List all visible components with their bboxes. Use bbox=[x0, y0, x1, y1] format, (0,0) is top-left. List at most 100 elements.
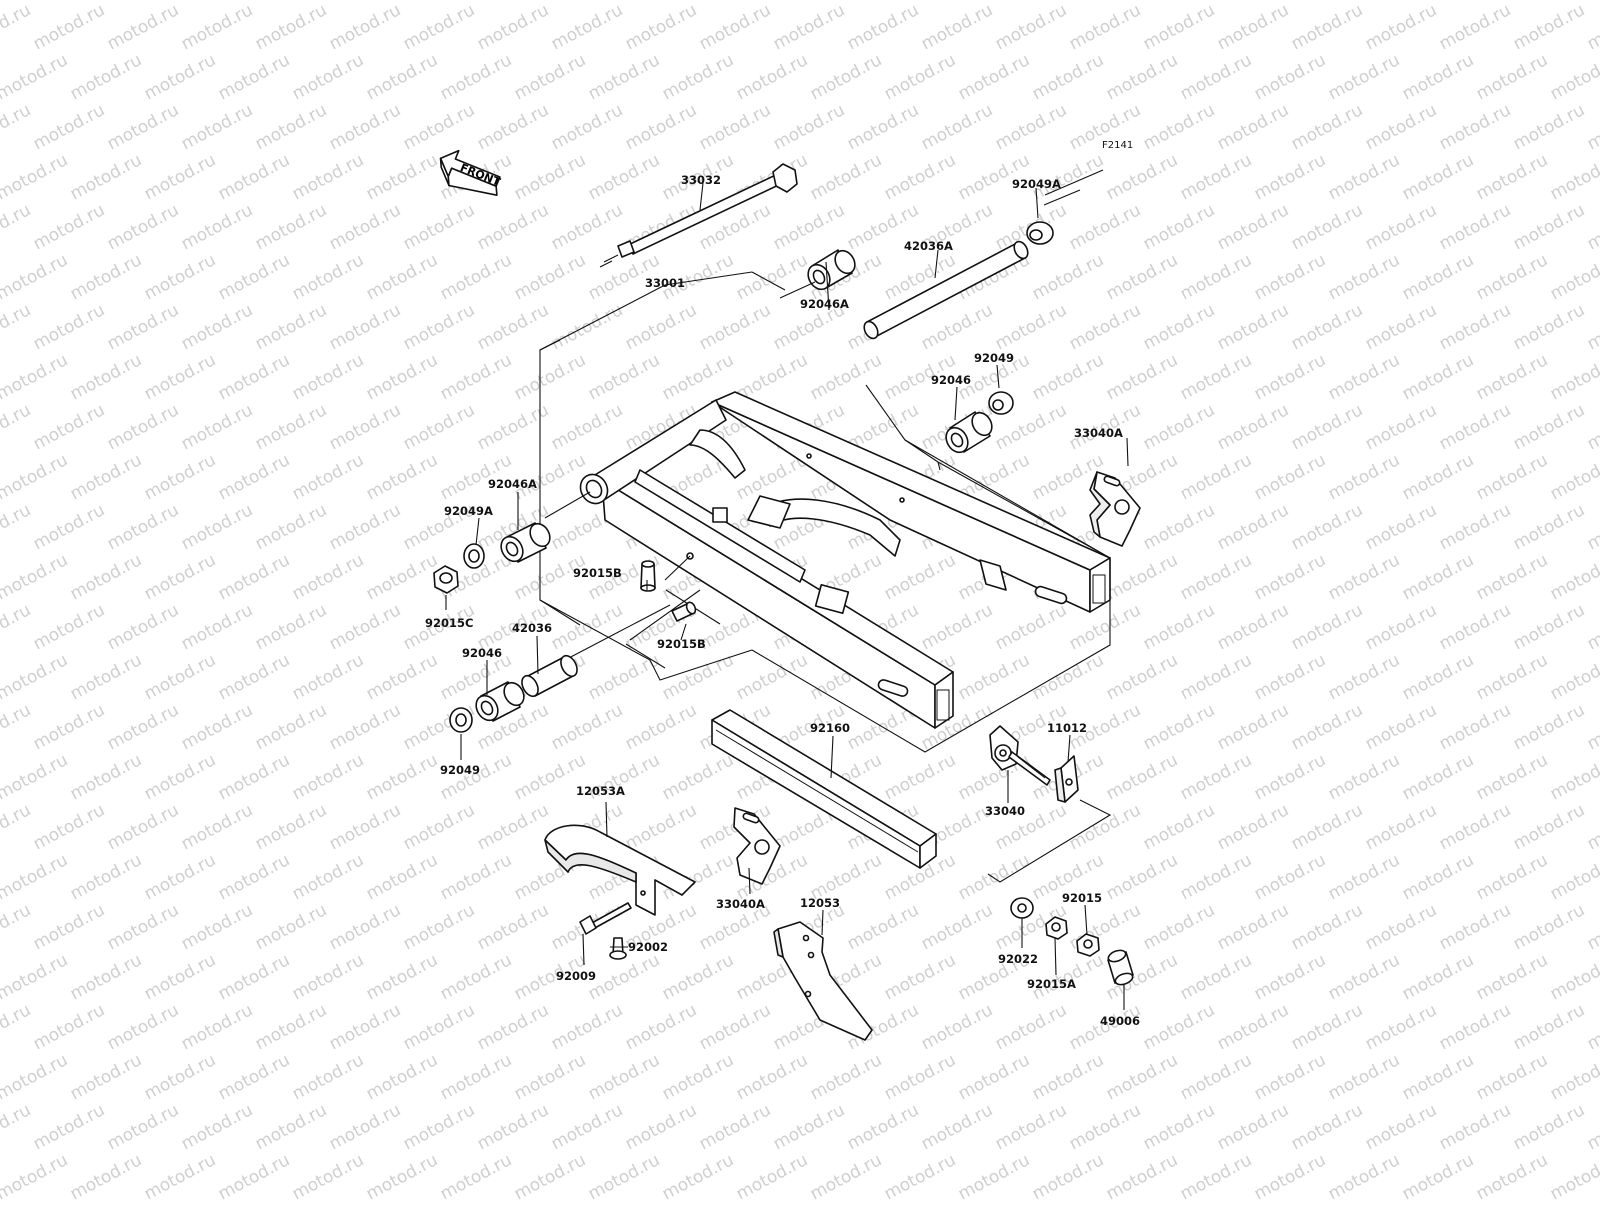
watermark-text: motod.ru bbox=[1399, 50, 1477, 104]
watermark-text: motod.ru bbox=[0, 850, 71, 904]
watermark-text: motod.ru bbox=[1436, 300, 1514, 354]
watermark-text: motod.ru bbox=[104, 300, 182, 354]
watermark-text: motod.ru bbox=[548, 400, 626, 454]
watermark-text: motod.ru bbox=[363, 1050, 441, 1104]
watermark-text: motod.ru bbox=[1325, 450, 1403, 504]
watermark-text: motod.ru bbox=[992, 300, 1070, 354]
watermark-text: motod.ru bbox=[400, 100, 478, 154]
watermark-text: motod.ru bbox=[1399, 550, 1477, 604]
watermark-text: motod.ru bbox=[511, 1150, 589, 1200]
watermark-text: motod.ru bbox=[1584, 600, 1600, 654]
watermark-text: motod.ru bbox=[1103, 1050, 1181, 1104]
watermark-text: motod.ru bbox=[0, 800, 34, 854]
label-42036A: 42036A bbox=[904, 239, 953, 253]
watermark-text: motod.ru bbox=[1251, 50, 1329, 104]
watermark-text: motod.ru bbox=[141, 250, 219, 304]
washer-92049A-left bbox=[463, 543, 485, 569]
washer-92049A-top bbox=[1026, 221, 1054, 245]
watermark-text: motod.ru bbox=[215, 850, 293, 904]
watermark-text: motod.ru bbox=[67, 950, 145, 1004]
watermark-text: motod.ru bbox=[807, 1150, 885, 1200]
watermark-text: motod.ru bbox=[622, 700, 700, 754]
watermark-text: motod.ru bbox=[1140, 1100, 1218, 1154]
watermark-text: motod.ru bbox=[104, 800, 182, 854]
watermark-text: motod.ru bbox=[474, 900, 552, 954]
watermark-text: motod.ru bbox=[363, 950, 441, 1004]
chain-slipper-92160 bbox=[711, 709, 937, 869]
watermark-text: motod.ru bbox=[696, 1000, 774, 1054]
watermark-text: motod.ru bbox=[807, 50, 885, 104]
watermark-text: motod.ru bbox=[548, 300, 626, 354]
watermark-text: motod.ru bbox=[1325, 1150, 1403, 1200]
watermark-text: motod.ru bbox=[1584, 200, 1600, 254]
watermark-text: motod.ru bbox=[289, 1150, 367, 1200]
watermark-text: motod.ru bbox=[1140, 600, 1218, 654]
front-arrow-icon: FRONT bbox=[439, 149, 503, 196]
watermark-text: motod.ru bbox=[585, 150, 663, 204]
watermark-text: motod.ru bbox=[1288, 1100, 1366, 1154]
label-92049-left: 92049 bbox=[440, 763, 480, 777]
watermark-text: motod.ru bbox=[1103, 250, 1181, 304]
watermark-text: motod.ru bbox=[363, 0, 441, 4]
watermark-text: motod.ru bbox=[1510, 400, 1588, 454]
watermark-text: motod.ru bbox=[1436, 900, 1514, 954]
watermark-text: motod.ru bbox=[548, 1100, 626, 1154]
watermark-text: motod.ru bbox=[474, 0, 552, 54]
watermark-text: motod.ru bbox=[585, 0, 663, 4]
watermark-text: motod.ru bbox=[326, 300, 404, 354]
label-92015B-upper: 92015B bbox=[573, 566, 622, 580]
chain-adjuster-33040A-bottom bbox=[733, 807, 781, 885]
watermark-text: motod.ru bbox=[733, 1150, 811, 1200]
watermark-text: motod.ru bbox=[104, 700, 182, 754]
watermark-text: motod.ru bbox=[881, 750, 959, 804]
watermark-text: motod.ru bbox=[1214, 1000, 1292, 1054]
watermark-text: motod.ru bbox=[511, 350, 589, 404]
watermark-text: motod.ru bbox=[252, 500, 330, 554]
watermark-text: motod.ru bbox=[0, 650, 71, 704]
watermark-text: motod.ru bbox=[1325, 550, 1403, 604]
watermark-text: motod.ru bbox=[1436, 1100, 1514, 1154]
label-92015A: 92015A bbox=[1027, 977, 1076, 991]
watermark-text: motod.ru bbox=[511, 1050, 589, 1104]
bolt-92009 bbox=[579, 902, 632, 935]
watermark-text: motod.ru bbox=[770, 100, 848, 154]
label-92022: 92022 bbox=[998, 952, 1038, 966]
watermark-text: motod.ru bbox=[252, 800, 330, 854]
watermark-text: motod.ru bbox=[1325, 50, 1403, 104]
watermark-text: motod.ru bbox=[1325, 750, 1403, 804]
watermark-text: motod.ru bbox=[1584, 1000, 1600, 1054]
watermark-text: motod.ru bbox=[400, 400, 478, 454]
watermark-text: motod.ru bbox=[1473, 1050, 1551, 1104]
watermark-text: motod.ru bbox=[178, 800, 256, 854]
watermark-text: motod.ru bbox=[1362, 400, 1440, 454]
watermark-text: motod.ru bbox=[67, 350, 145, 404]
washer-92022 bbox=[1010, 897, 1034, 919]
watermark-text: motod.ru bbox=[1288, 0, 1366, 54]
watermark-text: motod.ru bbox=[844, 0, 922, 54]
watermark-text: motod.ru bbox=[1140, 0, 1218, 54]
watermark-text: motod.ru bbox=[67, 0, 145, 4]
watermark-text: motod.ru bbox=[1510, 1100, 1588, 1154]
chain-adjuster-33040 bbox=[989, 725, 1051, 786]
watermark-text: motod.ru bbox=[0, 250, 71, 304]
watermark-text: motod.ru bbox=[289, 0, 367, 4]
watermark-text: motod.ru bbox=[585, 350, 663, 404]
watermark-text: motod.ru bbox=[252, 100, 330, 154]
label-92049A-left: 92049A bbox=[444, 504, 493, 518]
watermark-text: motod.ru bbox=[622, 1000, 700, 1054]
watermark-text: motod.ru bbox=[1473, 50, 1551, 104]
watermark-text: motod.ru bbox=[1399, 850, 1477, 904]
watermark-text: motod.ru bbox=[252, 1100, 330, 1154]
watermark-text: motod.ru bbox=[1177, 0, 1255, 4]
collar-42036A bbox=[863, 240, 1029, 340]
watermark-text: motod.ru bbox=[30, 400, 108, 454]
watermark-text: motod.ru bbox=[1473, 0, 1551, 4]
watermark-text: motod.ru bbox=[437, 50, 515, 104]
label-92049-top: 92049 bbox=[974, 351, 1014, 365]
watermark-text: motod.ru bbox=[178, 200, 256, 254]
label-92160: 92160 bbox=[810, 721, 850, 735]
label-92015B-lower: 92015B bbox=[657, 637, 706, 651]
watermark-text: motod.ru bbox=[1584, 1100, 1600, 1154]
watermark-text: motod.ru bbox=[1177, 1150, 1255, 1200]
watermark-text: motod.ru bbox=[696, 1100, 774, 1154]
